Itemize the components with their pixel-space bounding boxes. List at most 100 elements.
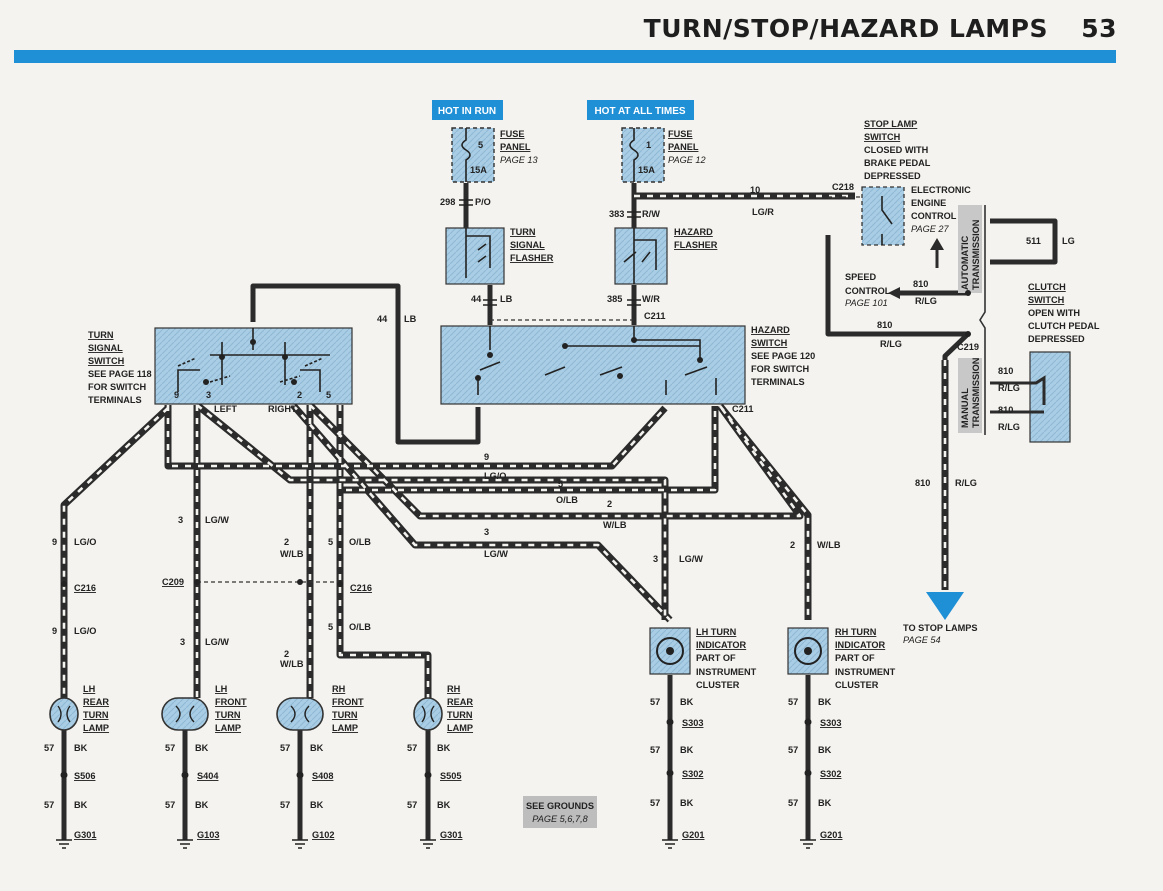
wire-9-left-color: LG/O xyxy=(74,537,96,547)
stop-switch-l2: SWITCH xyxy=(864,132,901,142)
svg-text:BK: BK xyxy=(74,800,88,810)
fuse-all-icon xyxy=(629,128,639,182)
clutch-switch-l5: DEPRESSED xyxy=(1028,334,1085,344)
fuse-run-ref: PAGE 13 xyxy=(500,155,539,165)
stop-lamp-switch xyxy=(861,186,905,246)
lh-front-turn-lamp xyxy=(161,697,209,731)
stop-switch-symbol xyxy=(881,196,893,245)
hazard-switch-for2: TERMINALS xyxy=(751,377,805,387)
hazard-switch-contacts xyxy=(477,326,717,395)
turn-switch-terminal-9: 9 xyxy=(174,390,179,400)
ground-g301-right: G301 xyxy=(440,830,462,840)
svg-text:57: 57 xyxy=(788,697,798,707)
wire-3-color: LG/W xyxy=(484,549,508,559)
svg-text:57: 57 xyxy=(44,743,54,753)
to-stop-l1: TO STOP LAMPS xyxy=(903,623,978,633)
hot-at-all-times-badge xyxy=(587,100,694,120)
svg-text:BK: BK xyxy=(680,798,694,808)
wire-44-color: LB xyxy=(404,314,417,324)
lh-front-l3: TURN xyxy=(215,710,241,720)
wire-810b-color: R/LG xyxy=(880,339,902,349)
fuse-run-number: 5 xyxy=(478,140,483,150)
hazard-switch-l2: SWITCH xyxy=(751,338,788,348)
lh-indicator-l1: LH TURN xyxy=(696,627,737,637)
wire-810c-color: R/LG xyxy=(998,383,1020,393)
to-stop-ref: PAGE 54 xyxy=(903,635,941,645)
svg-text:BK: BK xyxy=(680,745,694,755)
wire-383-number: 383 xyxy=(609,209,624,219)
svg-text:BK: BK xyxy=(74,743,88,753)
clutch-switch-l4: CLUTCH PEDAL xyxy=(1028,321,1100,331)
fuse-panel-all xyxy=(621,127,665,183)
wire-810d-color: R/LG xyxy=(998,422,1020,432)
fuse-run-l2: PANEL xyxy=(500,142,531,152)
turn-switch-left: LEFT xyxy=(214,404,237,414)
ground-g301-left: G301 xyxy=(74,830,96,840)
wire-3-left-color: LG/W xyxy=(205,515,229,525)
rh-indicator-l1: RH TURN xyxy=(835,627,877,637)
wire-9-lower-color: LG/O xyxy=(74,626,96,636)
hazard-flasher-l2: FLASHER xyxy=(674,240,718,250)
see-grounds-box xyxy=(523,796,597,828)
lh-rear-l2: REAR xyxy=(83,697,109,707)
rh-front-l2: FRONT xyxy=(332,697,364,707)
manual-trans-l1: MANUAL xyxy=(960,388,970,428)
wire-9-color: LG/O xyxy=(484,471,506,481)
splice-s303-lh: S303 xyxy=(682,718,703,728)
clutch-switch-l3: OPEN WITH xyxy=(1028,308,1080,318)
svg-text:BK: BK xyxy=(680,697,694,707)
clutch-switch xyxy=(1029,351,1071,443)
splice-s506: S506 xyxy=(74,771,95,781)
wire-3-ind-number: 3 xyxy=(653,554,658,564)
solid-wires xyxy=(61,183,1058,840)
turn-switch-l3: SWITCH xyxy=(88,356,125,366)
stop-switch-l4: BRAKE PEDAL xyxy=(864,158,931,168)
turn-flasher-l1: TURN xyxy=(510,227,536,237)
wire-5-lower-number: 5 xyxy=(328,622,333,632)
wire-9-left-number: 9 xyxy=(52,537,57,547)
splice-s302-lh: S302 xyxy=(682,769,703,779)
connector-c211-bottom: C211 xyxy=(732,404,753,414)
turn-switch-terminal-5: 5 xyxy=(326,390,331,400)
svg-text:BK: BK xyxy=(437,800,451,810)
splice-s302-rh: S302 xyxy=(820,769,841,779)
ground-g201-rh: G201 xyxy=(820,830,842,840)
fuse-all-l1: FUSE xyxy=(668,129,693,139)
lh-front-l2: FRONT xyxy=(215,697,247,707)
wire-5-color: O/LB xyxy=(556,495,578,505)
turn-flasher-symbol xyxy=(465,228,491,278)
wire-3-lower-color: LG/W xyxy=(205,637,229,647)
wire-44b-number: 44 xyxy=(471,294,482,304)
wire-810d-number: 810 xyxy=(998,405,1013,415)
stop-switch-l5: DEPRESSED xyxy=(864,171,921,181)
connector-c216-right: C216 xyxy=(350,583,372,593)
wire-5-lower-color: O/LB xyxy=(349,622,371,632)
fuse-run-rating: 15A xyxy=(470,165,487,175)
svg-text:BK: BK xyxy=(437,743,451,753)
wire-385-number: 385 xyxy=(607,294,622,304)
eec-ref: PAGE 27 xyxy=(911,224,950,234)
wire-385-color: W/R xyxy=(642,294,660,304)
wire-2-ind-number: 2 xyxy=(790,540,795,550)
rh-front-l1: RH xyxy=(332,684,346,694)
lh-indicator-l5: CLUSTER xyxy=(696,680,740,690)
svg-text:57: 57 xyxy=(650,697,660,707)
wire-810a-number: 810 xyxy=(913,279,928,289)
connector-marks xyxy=(60,199,971,779)
wire-2-lower-number: 2 xyxy=(284,649,289,659)
lh-front-l4: LAMP xyxy=(215,723,241,733)
hot-in-run-label: HOT IN RUN xyxy=(438,106,496,117)
lh-indicator-l3: PART OF xyxy=(696,653,736,663)
stop-switch-l1: STOP LAMP xyxy=(864,119,917,129)
wire-44-number: 44 xyxy=(377,314,388,324)
wire-10-number: 10 xyxy=(750,185,760,195)
svg-text:BK: BK xyxy=(818,798,832,808)
svg-text:57: 57 xyxy=(788,745,798,755)
svg-text:BK: BK xyxy=(818,697,832,707)
wire-3-ind-color: LG/W xyxy=(679,554,703,564)
svg-text:57: 57 xyxy=(280,743,290,753)
speed-control-ref: PAGE 101 xyxy=(845,298,888,308)
connector-c209: C209 xyxy=(162,577,184,587)
